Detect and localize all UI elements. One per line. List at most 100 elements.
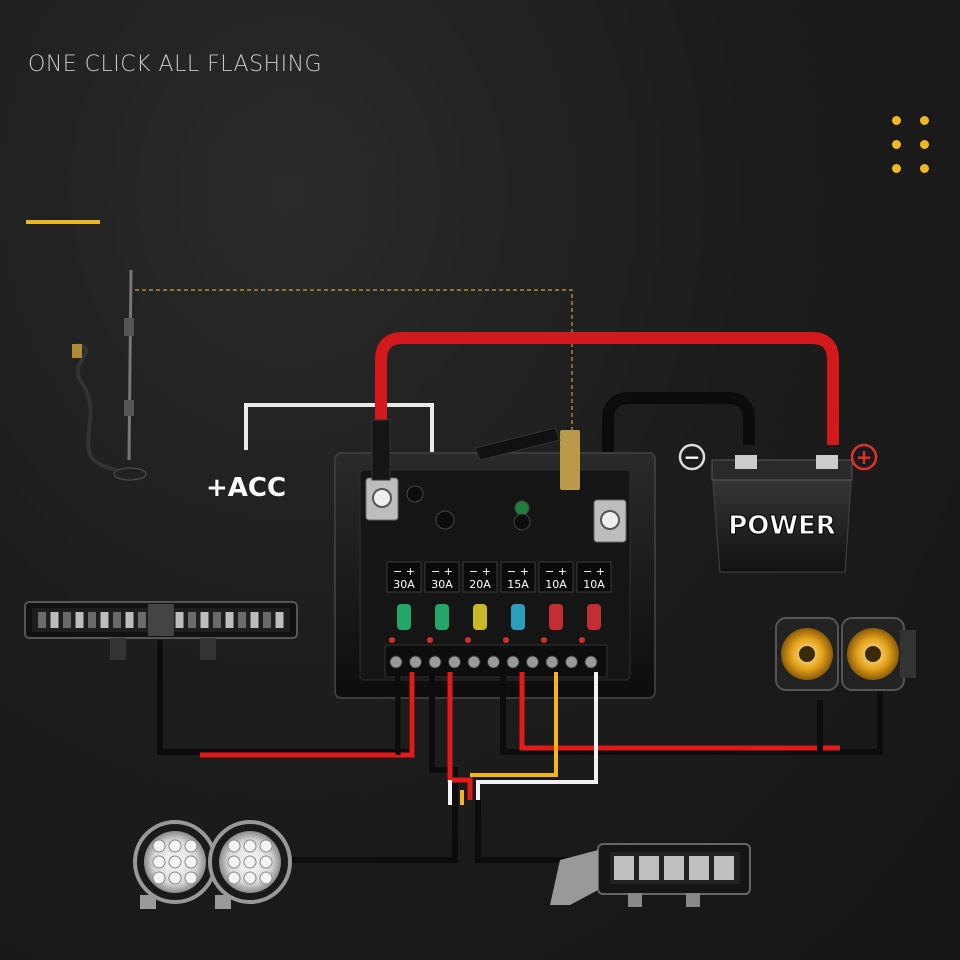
fuse-rating-labels: − +30A− +30A− +20A− +15A− +10A− +10A — [386, 561, 612, 593]
blade-fuse — [549, 604, 563, 630]
slim-bar-led — [614, 856, 634, 880]
blade-fuse — [473, 604, 487, 630]
fuse-rating-label: 20A — [469, 578, 491, 591]
terminal-screw — [584, 655, 598, 669]
slim-bar-led — [639, 856, 659, 880]
bar-led — [200, 612, 209, 628]
bar-led — [38, 612, 46, 628]
round-light-led — [184, 839, 198, 853]
antenna-icon — [72, 269, 147, 481]
round-light-led — [243, 855, 257, 869]
round-light-led — [259, 839, 273, 853]
bar-led — [213, 612, 221, 628]
terminal-screw — [467, 655, 481, 669]
blade-fuse — [511, 604, 525, 630]
round-light-led — [152, 839, 166, 853]
slim-bar-led — [689, 856, 709, 880]
fuse-polarity-label: − + — [507, 565, 529, 578]
round-light-led — [168, 871, 182, 885]
fuse-indicator-led — [427, 637, 433, 643]
slim-bar-led — [714, 856, 734, 880]
blade-fuse — [397, 604, 411, 630]
round-light-led — [227, 855, 241, 869]
fuse-polarity-label: − + — [393, 565, 415, 578]
acc-label: +ACC — [206, 473, 286, 503]
fuse-rating-label: 15A — [507, 578, 529, 591]
fuse-rating-label: 30A — [393, 578, 415, 591]
round-light-led — [152, 871, 166, 885]
terminal-strip — [384, 644, 608, 678]
bar-led — [50, 612, 59, 628]
slim-light-bar-icon — [550, 843, 751, 907]
fuse-rating-label: 30A — [431, 578, 453, 591]
fuse-slot — [500, 561, 536, 593]
fuse-indicator-led — [465, 637, 471, 643]
accent-bar — [26, 220, 100, 224]
round-light-led — [168, 839, 182, 853]
fuse-indicator-led — [541, 637, 547, 643]
fuse-indicator-led — [389, 637, 395, 643]
bar-led — [75, 612, 84, 628]
terminal-screw — [448, 655, 461, 669]
blade-fuse — [435, 604, 449, 630]
terminal-screw — [389, 655, 403, 669]
round-light-led — [227, 871, 241, 885]
battery-label: POWER — [728, 511, 836, 541]
round-spot-light-icon — [133, 820, 292, 909]
terminal-screw — [545, 655, 559, 669]
bar-led — [175, 612, 184, 628]
bar-led — [100, 612, 109, 628]
bar-led — [250, 612, 259, 628]
blade-fuses — [389, 604, 601, 643]
round-light-led — [259, 855, 273, 869]
fuse-rating-label: 10A — [583, 578, 605, 591]
terminal-screw — [409, 655, 422, 669]
bar-led — [275, 612, 284, 628]
led-light-bar-icon — [24, 601, 298, 660]
slim-bar-led — [664, 856, 684, 880]
bar-led — [88, 612, 96, 628]
round-light-led — [243, 839, 257, 853]
output-wiring — [157, 640, 883, 863]
decorative-dots-icon — [892, 116, 936, 178]
fuse-slot — [386, 561, 422, 593]
battery-positive-symbol: + — [856, 445, 873, 469]
round-light-led — [259, 871, 273, 885]
round-light-led — [184, 855, 198, 869]
bar-led — [188, 612, 196, 628]
battery-negative-symbol: − — [684, 445, 701, 469]
fuse-indicator-led — [503, 637, 509, 643]
bar-led — [225, 612, 234, 628]
yellow-pod-light-icon — [775, 617, 916, 691]
fuse-slot — [462, 561, 498, 593]
terminal-screw — [526, 655, 539, 669]
main-power-red-wire — [375, 332, 839, 445]
bar-led — [125, 612, 134, 628]
terminal-screw — [506, 655, 520, 669]
fuse-polarity-label: − + — [431, 565, 453, 578]
fuse-polarity-label: − + — [583, 565, 605, 578]
blade-fuse — [587, 604, 601, 630]
bar-led — [263, 612, 271, 628]
fuse-slot — [576, 561, 612, 593]
fuse-polarity-label: − + — [545, 565, 567, 578]
round-light-led — [184, 871, 198, 885]
round-light-led — [243, 871, 257, 885]
battery-icon: POWER — [711, 455, 853, 573]
round-light-led — [227, 839, 241, 853]
terminal-screw — [565, 655, 578, 669]
fuse-slot — [424, 561, 460, 593]
fuse-rating-label: 10A — [545, 578, 567, 591]
fuse-indicator-led — [579, 637, 585, 643]
round-light-led — [152, 855, 166, 869]
bar-led — [63, 612, 71, 628]
bar-led — [113, 612, 121, 628]
battery-negative-badge — [678, 443, 706, 471]
terminal-screw — [487, 655, 500, 669]
headline: ONE CLICK ALL FLASHING — [28, 52, 323, 77]
antenna-signal-dashed-line — [135, 289, 573, 430]
fuse-slot — [538, 561, 574, 593]
fuse-polarity-label: − + — [469, 565, 491, 578]
bar-led — [238, 612, 246, 628]
